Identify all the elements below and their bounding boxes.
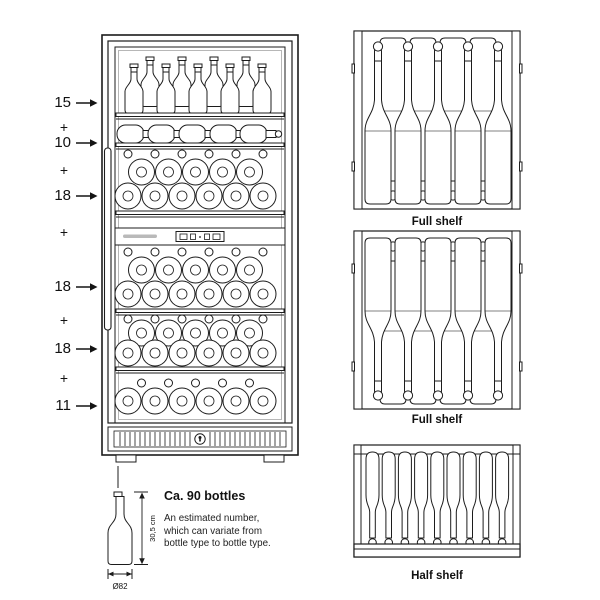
- bottle-height-label: 30,5 cm: [148, 515, 157, 542]
- plus-sign: +: [59, 312, 68, 328]
- arrow-right-icon: [76, 402, 98, 410]
- bottle-count-description: An estimated number, which can variate f…: [164, 513, 271, 550]
- full-shelf-top-2: [351, 230, 523, 410]
- arrow-right-icon: [76, 192, 98, 200]
- capacity-count-label: 18: [54, 187, 71, 204]
- capacity-count-label: 18: [54, 278, 71, 295]
- capacity-row: 11: [34, 398, 98, 414]
- shelf-bottles: [365, 451, 510, 547]
- bottle-count-title: Ca. 90 bottles: [164, 489, 246, 503]
- bottle-outline: [107, 491, 133, 565]
- shelf-front-bar: [353, 543, 521, 558]
- brand-logo: [123, 234, 157, 238]
- shelf-label: Half shelf: [411, 570, 463, 582]
- capacity-row: +: [34, 162, 68, 178]
- arrow-right-icon: [76, 283, 98, 291]
- control-panel: [114, 227, 286, 246]
- capacity-row: 18: [34, 341, 98, 357]
- capacity-row: +: [34, 224, 68, 240]
- bottle-diameter-label: Ø82: [112, 582, 128, 591]
- shelf-bottles: [364, 237, 512, 405]
- plus-sign: +: [59, 119, 68, 135]
- fridge-foot-right: [263, 454, 285, 463]
- capacity-row: +: [34, 119, 68, 135]
- door-handle: [103, 147, 112, 331]
- bottle-dimension-drawing: 30,5 cm Ø82: [107, 466, 157, 591]
- capacity-row: 18: [34, 279, 98, 295]
- shelf-label: Full shelf: [411, 216, 463, 228]
- plus-sign: +: [59, 224, 68, 240]
- half-shelf-top: [353, 444, 521, 558]
- lying-bottles-row: [116, 124, 283, 144]
- wine-fridge-front-view: [101, 34, 299, 463]
- shelf-bottles: [364, 37, 512, 205]
- full-shelf-top-1: [351, 30, 523, 210]
- fridge-foot-left: [115, 454, 137, 463]
- height-dimension: 30,5 cm: [134, 491, 157, 565]
- capacity-row: 15: [34, 95, 98, 111]
- capacity-count-label: 10: [54, 134, 71, 151]
- arrow-right-icon: [76, 345, 98, 353]
- shelf-label: Full shelf: [411, 414, 463, 426]
- capacity-count-label: 11: [55, 397, 71, 414]
- plus-sign: +: [59, 370, 68, 386]
- plus-sign: +: [59, 162, 68, 178]
- capacity-count-label: 18: [54, 340, 71, 357]
- arrow-right-icon: [76, 99, 98, 107]
- capacity-row: 10: [34, 135, 98, 151]
- arrow-right-icon: [76, 139, 98, 147]
- capacity-row: +: [34, 370, 68, 386]
- diameter-dimension: Ø82: [107, 569, 133, 591]
- capacity-row: +: [34, 312, 68, 328]
- capacity-row: 18: [34, 188, 98, 204]
- lock-icon: [194, 433, 206, 445]
- standing-bottles-row: [124, 56, 272, 114]
- capacity-count-label: 15: [54, 94, 71, 111]
- ventilation-grille: [107, 426, 293, 452]
